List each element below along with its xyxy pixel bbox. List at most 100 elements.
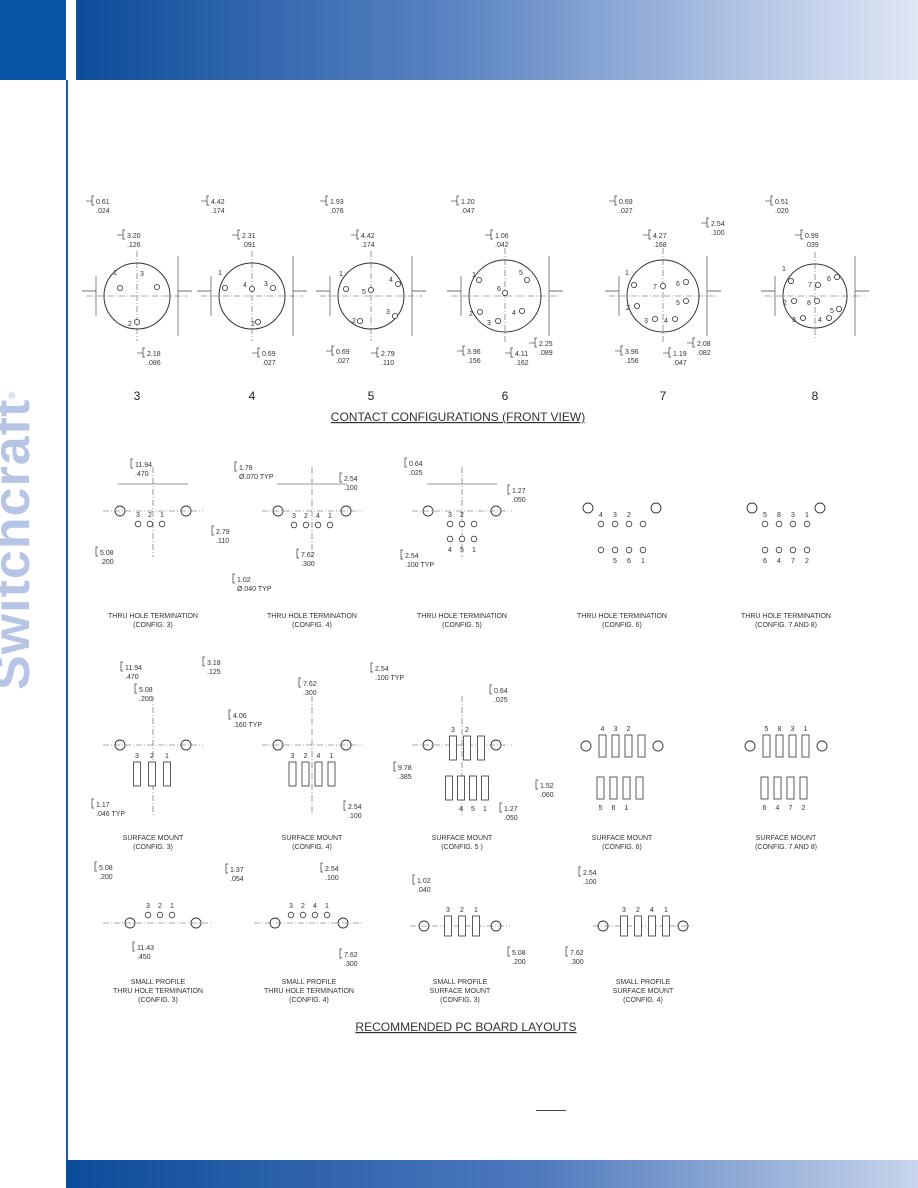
- dimension-inch: .091: [242, 242, 256, 249]
- configuration-number: 5: [368, 389, 375, 403]
- dimension-mm: 0.69: [262, 351, 276, 358]
- dimension-inch: Ø.040 TYP: [237, 586, 272, 593]
- dimension-mm: 3.18: [207, 660, 221, 667]
- contact-pin: [634, 302, 641, 309]
- dimension-inch: .100: [583, 879, 597, 886]
- dimension-bracket: [614, 195, 617, 206]
- dimension-mm: 1.27: [504, 806, 518, 813]
- dimension-bracket: [339, 472, 342, 483]
- smt-pad: [788, 734, 797, 758]
- pcb-hole: [775, 520, 783, 528]
- dimension-mm: 4.42: [361, 233, 375, 240]
- pin-label: 1: [472, 547, 476, 554]
- pin-label: 4: [818, 317, 822, 324]
- smt-pad: [596, 776, 605, 800]
- pin-label: 8: [807, 300, 811, 307]
- pin-label: 5: [613, 558, 617, 565]
- dimension-mm: 5.08: [512, 950, 526, 957]
- dimension-inch: .300: [344, 961, 358, 968]
- dimension-mm: 1.17: [96, 802, 110, 809]
- smt-pad: [762, 734, 771, 758]
- dimension-bracket: [339, 948, 342, 959]
- pin-label: 1: [160, 512, 164, 519]
- contact-pin: [475, 276, 482, 283]
- layout-caption: SMALL PROFILE: [616, 979, 671, 986]
- pin-label: 5: [519, 270, 523, 277]
- pin-label: 2: [148, 512, 152, 519]
- pin-label: 3: [451, 727, 455, 734]
- pin-label: 4: [599, 512, 603, 519]
- pin-label: 2: [352, 318, 356, 325]
- dimension-inch: .110: [216, 538, 229, 545]
- dimension-bracket: [565, 946, 568, 957]
- contact-pin: [391, 312, 398, 319]
- pin-label: 2: [301, 903, 305, 910]
- dimension-bracket: [94, 861, 97, 872]
- layout-caption: (CONFIG. 7 AND 8): [755, 622, 817, 629]
- contact-pin: [788, 277, 795, 284]
- pin-label: 2: [251, 321, 255, 328]
- pin-label: 1: [165, 753, 169, 760]
- dimension-inch: .162: [515, 360, 529, 367]
- layout-caption: THRU HOLE TERMINATION: [577, 613, 667, 620]
- dimension-mm: 2.25: [539, 341, 553, 348]
- contact-pin: [356, 317, 363, 324]
- layout-caption: THRU HOLE TERMINATION: [264, 988, 354, 995]
- pin-label: 3: [487, 320, 491, 327]
- dimension-bracket: [142, 347, 145, 358]
- dimension-mm: 5.08: [139, 687, 153, 694]
- pin-label: 1: [328, 513, 332, 520]
- dimension-bracket: [534, 337, 537, 348]
- dimension-mm: 3.20: [127, 233, 141, 240]
- contact-pin: [133, 318, 140, 325]
- dimension-mm: 1.93: [330, 199, 344, 206]
- dimension-bracket: [456, 195, 459, 206]
- dimension-bracket: [234, 461, 237, 472]
- pcb-hole: [775, 546, 783, 554]
- dimension-inch: .050: [504, 815, 518, 822]
- dimension-inch: .470: [135, 471, 149, 478]
- dimension-bracket: [343, 800, 346, 811]
- dimension-inch: .100: [711, 230, 725, 237]
- dimension-mm: 4.06: [233, 713, 247, 720]
- dimension-mm: 0.69: [336, 349, 350, 356]
- pcb-hole: [761, 546, 769, 554]
- layout-caption: (CONFIG. 4): [289, 997, 329, 1004]
- smt-pad: [598, 734, 607, 758]
- contact-pin: [367, 286, 374, 293]
- layout-caption: SURFACE MOUNT: [123, 835, 184, 842]
- dimension-bracket: [370, 662, 373, 673]
- dimension-inch: .047: [673, 360, 687, 367]
- dimension-mm: 2.08: [697, 341, 711, 348]
- pcb-hole: [314, 521, 322, 529]
- smt-pad: [133, 761, 141, 787]
- pin-label: 5: [830, 308, 834, 315]
- dimension-inch: .156: [625, 358, 639, 365]
- dimension-inch: .300: [301, 561, 315, 568]
- pcb-hole: [287, 911, 295, 919]
- pin-label: 3: [613, 512, 617, 519]
- smt-pad: [449, 735, 457, 761]
- layout-caption: (CONFIG. 5 ): [441, 844, 483, 851]
- smt-pad: [662, 915, 670, 937]
- dimension-bracket: [404, 457, 407, 468]
- pin-label: 6: [763, 558, 767, 565]
- pin-label: 2: [626, 305, 630, 312]
- smt-pad: [648, 915, 656, 937]
- pin-label: 3: [446, 907, 450, 914]
- dimension-inch: .050: [512, 497, 526, 504]
- contact-pin: [652, 315, 659, 322]
- contact-pin: [836, 305, 843, 312]
- contact-pin: [683, 278, 690, 285]
- layout-caption: (CONFIG. 7 AND 8): [755, 844, 817, 851]
- dimension-bracket: [237, 229, 240, 240]
- contact-configurations-title: CONTACT CONFIGURATIONS (FRONT VIEW): [331, 410, 585, 424]
- dimension-bracket: [331, 345, 334, 356]
- smt-pad: [611, 734, 620, 758]
- contact-pin: [683, 297, 690, 304]
- smt-pad: [163, 761, 171, 787]
- dimension-mm: 2.79: [381, 351, 395, 358]
- pcb-hole: [446, 535, 454, 543]
- dimension-mm: 4.42: [211, 199, 225, 206]
- layout-caption: SURFACE MOUNT: [430, 988, 491, 995]
